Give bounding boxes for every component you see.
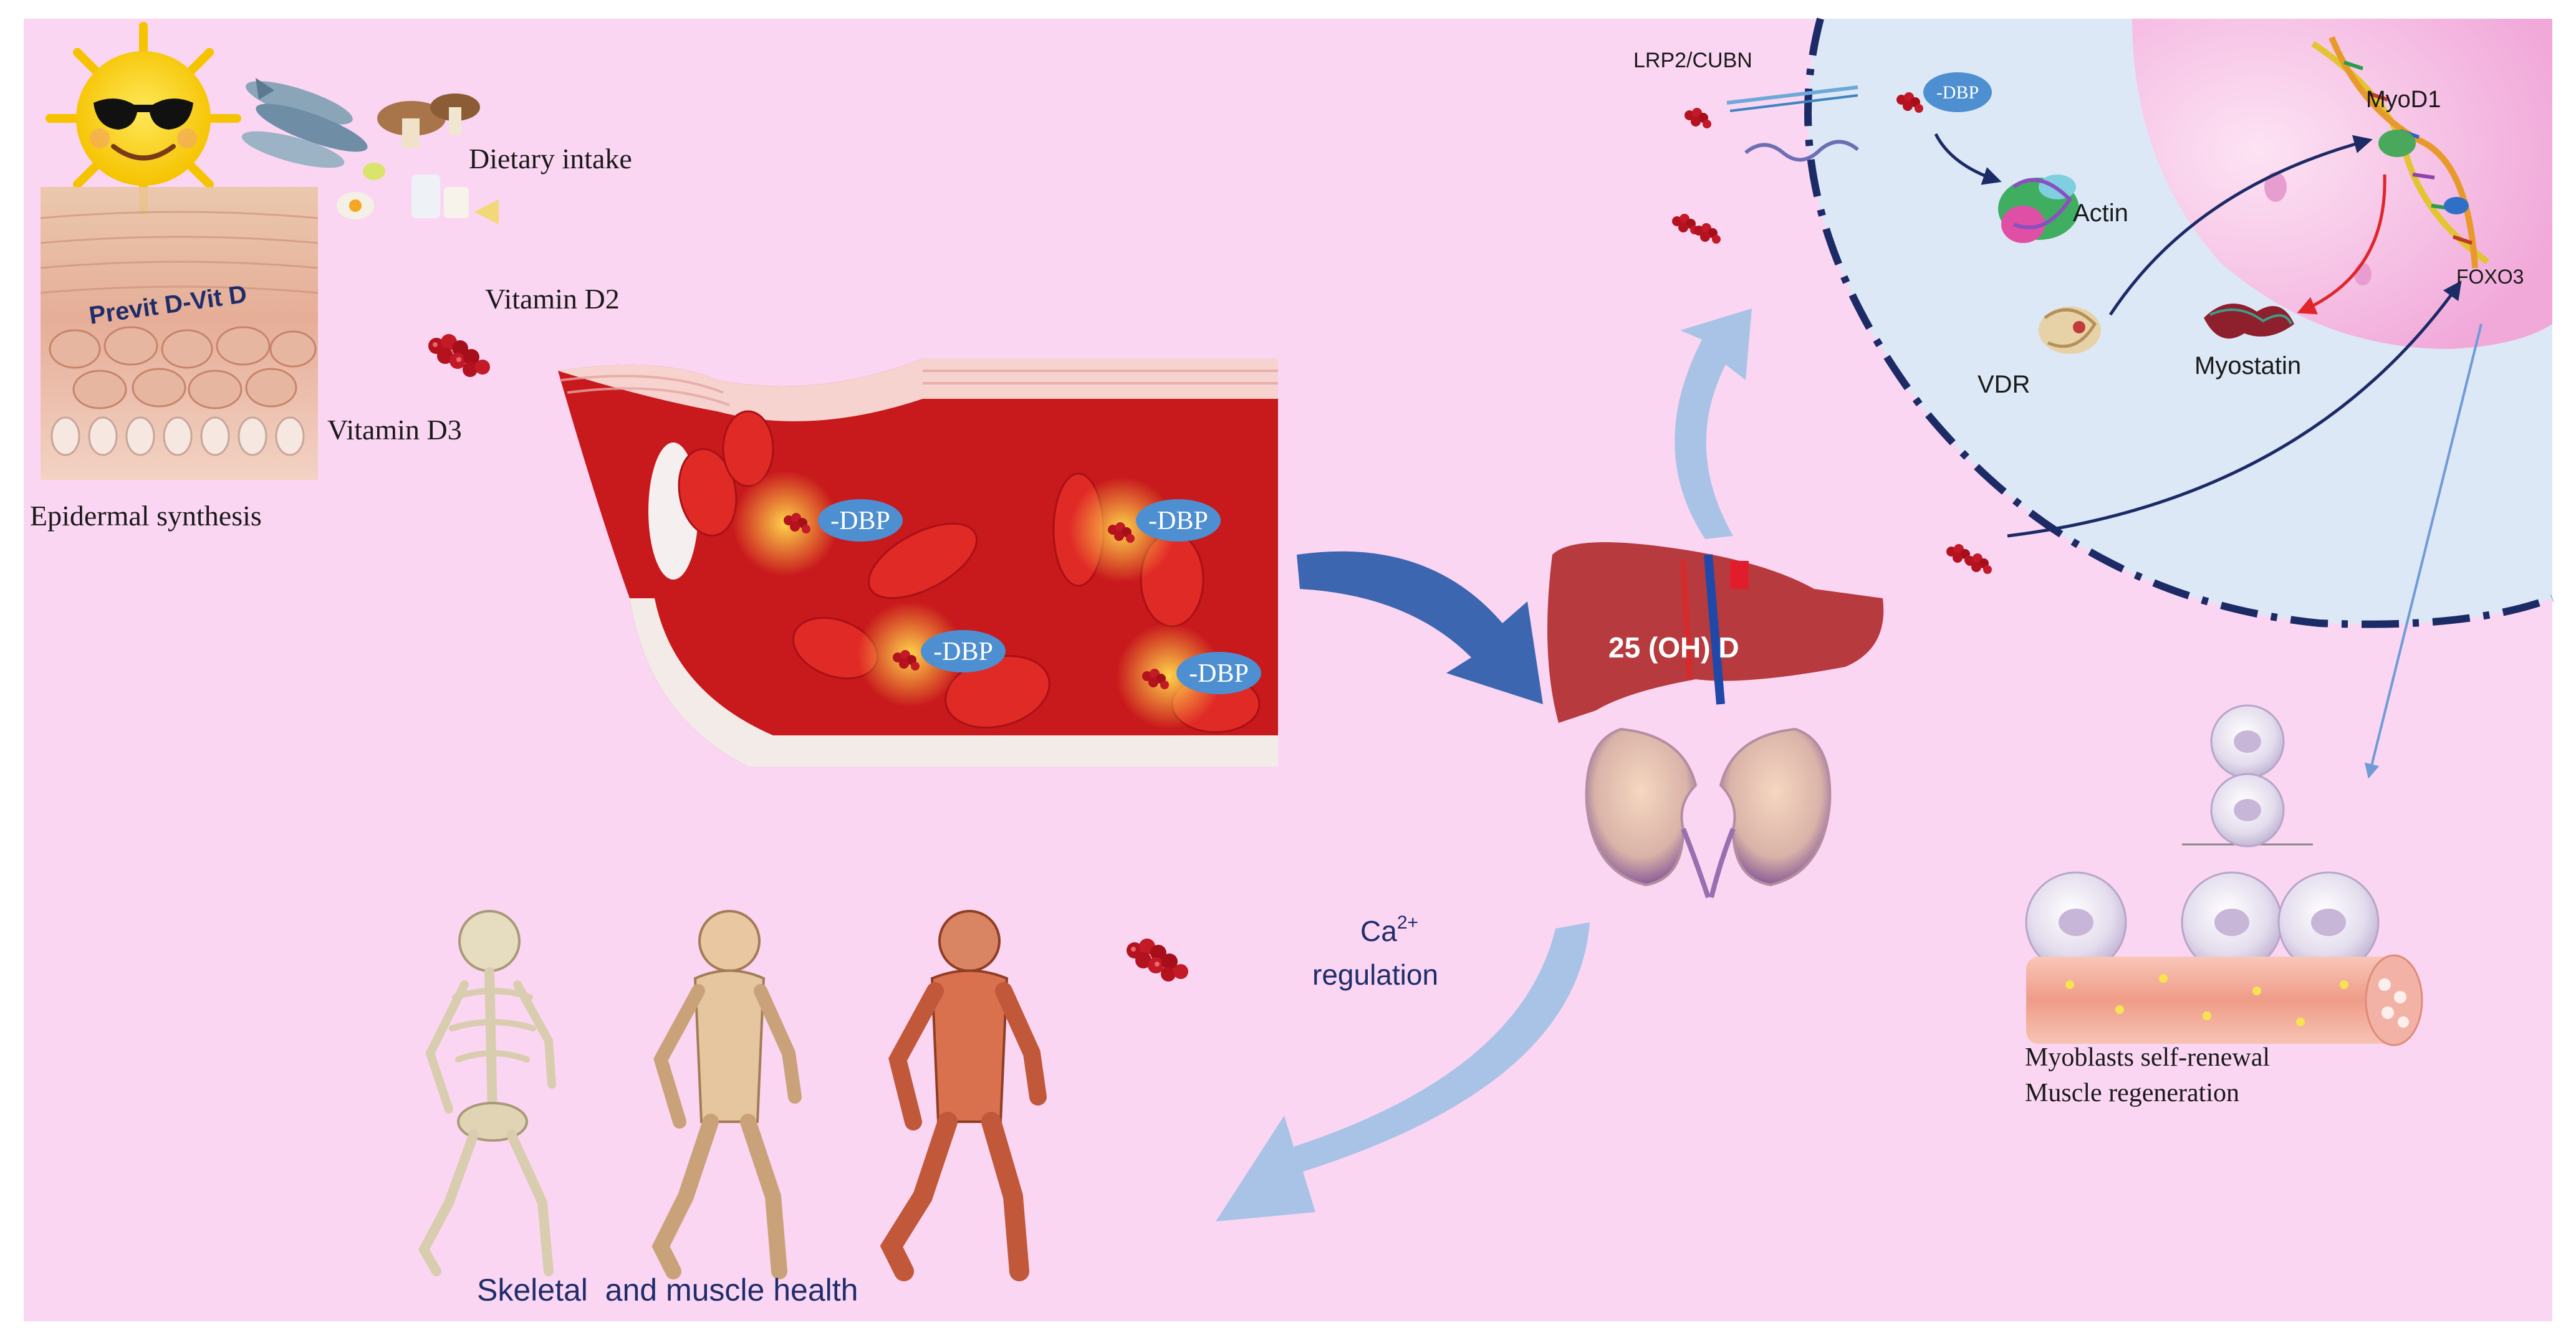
arrow-kidney-to-skeleton: [1216, 922, 1590, 1221]
dbp-label-3: -DBP: [933, 638, 993, 666]
myostatin-label: Myostatin: [2194, 352, 2301, 380]
skeletal-muscle-health-label: Skeletal and muscle health: [477, 1273, 858, 1307]
foxo3-label: FOXO3: [2456, 265, 2524, 288]
liver-illustration: [1547, 542, 1884, 723]
mushroom-icon: [377, 93, 480, 148]
nucleus: [2132, 19, 2552, 349]
dbp-complex-3: [893, 630, 1006, 672]
regulation-label: regulation: [1312, 958, 1438, 991]
dbp-label-intracellular: -DBP: [1936, 82, 1979, 103]
arrow-vdr-to-myod1: [2108, 135, 2373, 316]
epidermal-synthesis-label: Epidermal synthesis: [30, 500, 262, 532]
skeleton-muscle-figure: [651, 910, 802, 1279]
myoblasts-label-line1: Myoblasts self-renewal: [2025, 1043, 2270, 1072]
lrp2-cubn-receptor: [1726, 85, 1859, 162]
arrow-vessel-to-liver: [1297, 551, 1543, 704]
kidneys-illustration: [1585, 727, 1832, 899]
myostatin-protein-icon: [2204, 303, 2294, 339]
dbp-complex-4: [1142, 652, 1261, 694]
dietary-intake-label: Dietary intake: [469, 143, 632, 174]
muscle-figure: [880, 910, 1047, 1281]
vdr-protein-icon: [2039, 307, 2101, 354]
vdr-label: VDR: [1978, 371, 2030, 398]
sun-icon: [46, 22, 241, 215]
fish-icon: [241, 78, 368, 168]
arrow-foxo3-to-myoblasts: [2364, 323, 2482, 779]
arrow-liver-to-cell: [1675, 308, 1752, 539]
dbp-label-2: -DBP: [1148, 507, 1208, 535]
calcium-label: Ca2+: [1360, 912, 1418, 947]
vitamin-d2-label: Vitamin D2: [485, 283, 620, 315]
myoblasts-illustration: [2025, 704, 2423, 1046]
arrow-molecule-to-foxo3: [2007, 280, 2462, 538]
dbp-complex-2: [1108, 499, 1221, 543]
dbp-label-4: -DBP: [1189, 659, 1249, 688]
actin-label: Actin: [2073, 199, 2128, 227]
myoblasts-label-line2: Muscle regeneration: [2025, 1079, 2239, 1107]
dna-helix-icon: [2311, 36, 2489, 269]
liver-metabolite-label: 25 (OH) D: [1608, 631, 1739, 664]
dbp-complex-1: [784, 499, 903, 542]
actin-protein-icon: [1998, 174, 2079, 243]
arrow-dbp-to-actin: [1934, 133, 2002, 185]
skin-layers-illustration: [40, 187, 319, 480]
vitamin-d3-label: Vitamin D3: [327, 414, 462, 446]
myod1-label: MyoD1: [2366, 87, 2441, 113]
skeleton-figure: [418, 910, 556, 1276]
arrow-myod1-inhibits-myostatin: [2297, 174, 2386, 315]
dairy-egg-icon: [337, 163, 499, 224]
dbp-label-1: -DBP: [830, 507, 890, 535]
lrp2-cubn-label: LRP2/CUBN: [1633, 49, 1752, 72]
dbp-intracellular: [1923, 72, 1992, 112]
blood-vessel-illustration: [558, 358, 1278, 767]
